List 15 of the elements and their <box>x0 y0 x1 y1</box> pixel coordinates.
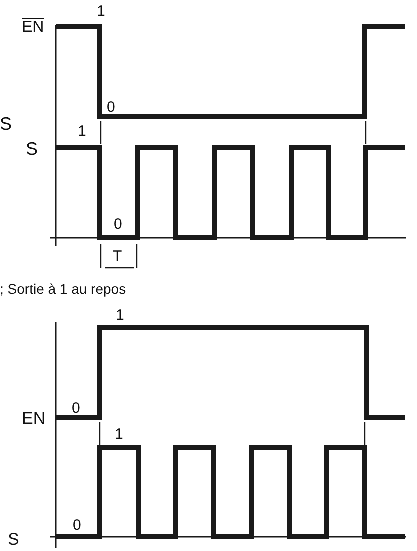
signal-label: EN <box>22 410 46 427</box>
level-label: 0 <box>72 401 80 416</box>
level-label: 1 <box>97 4 106 19</box>
level-label: 0 <box>73 518 82 533</box>
level-label: 1 <box>115 427 124 442</box>
level-label: 0 <box>114 217 122 232</box>
signal-label: S <box>0 115 12 133</box>
signal-label: S <box>8 531 20 548</box>
caption: ; Sortie à 1 au repos <box>0 282 126 296</box>
level-label: 1 <box>78 124 86 139</box>
signal-label: S <box>26 140 38 158</box>
level-label: 0 <box>107 100 116 115</box>
level-label: 1 <box>116 308 124 323</box>
period-label: T <box>113 249 122 264</box>
signal-label: EN <box>22 20 44 36</box>
